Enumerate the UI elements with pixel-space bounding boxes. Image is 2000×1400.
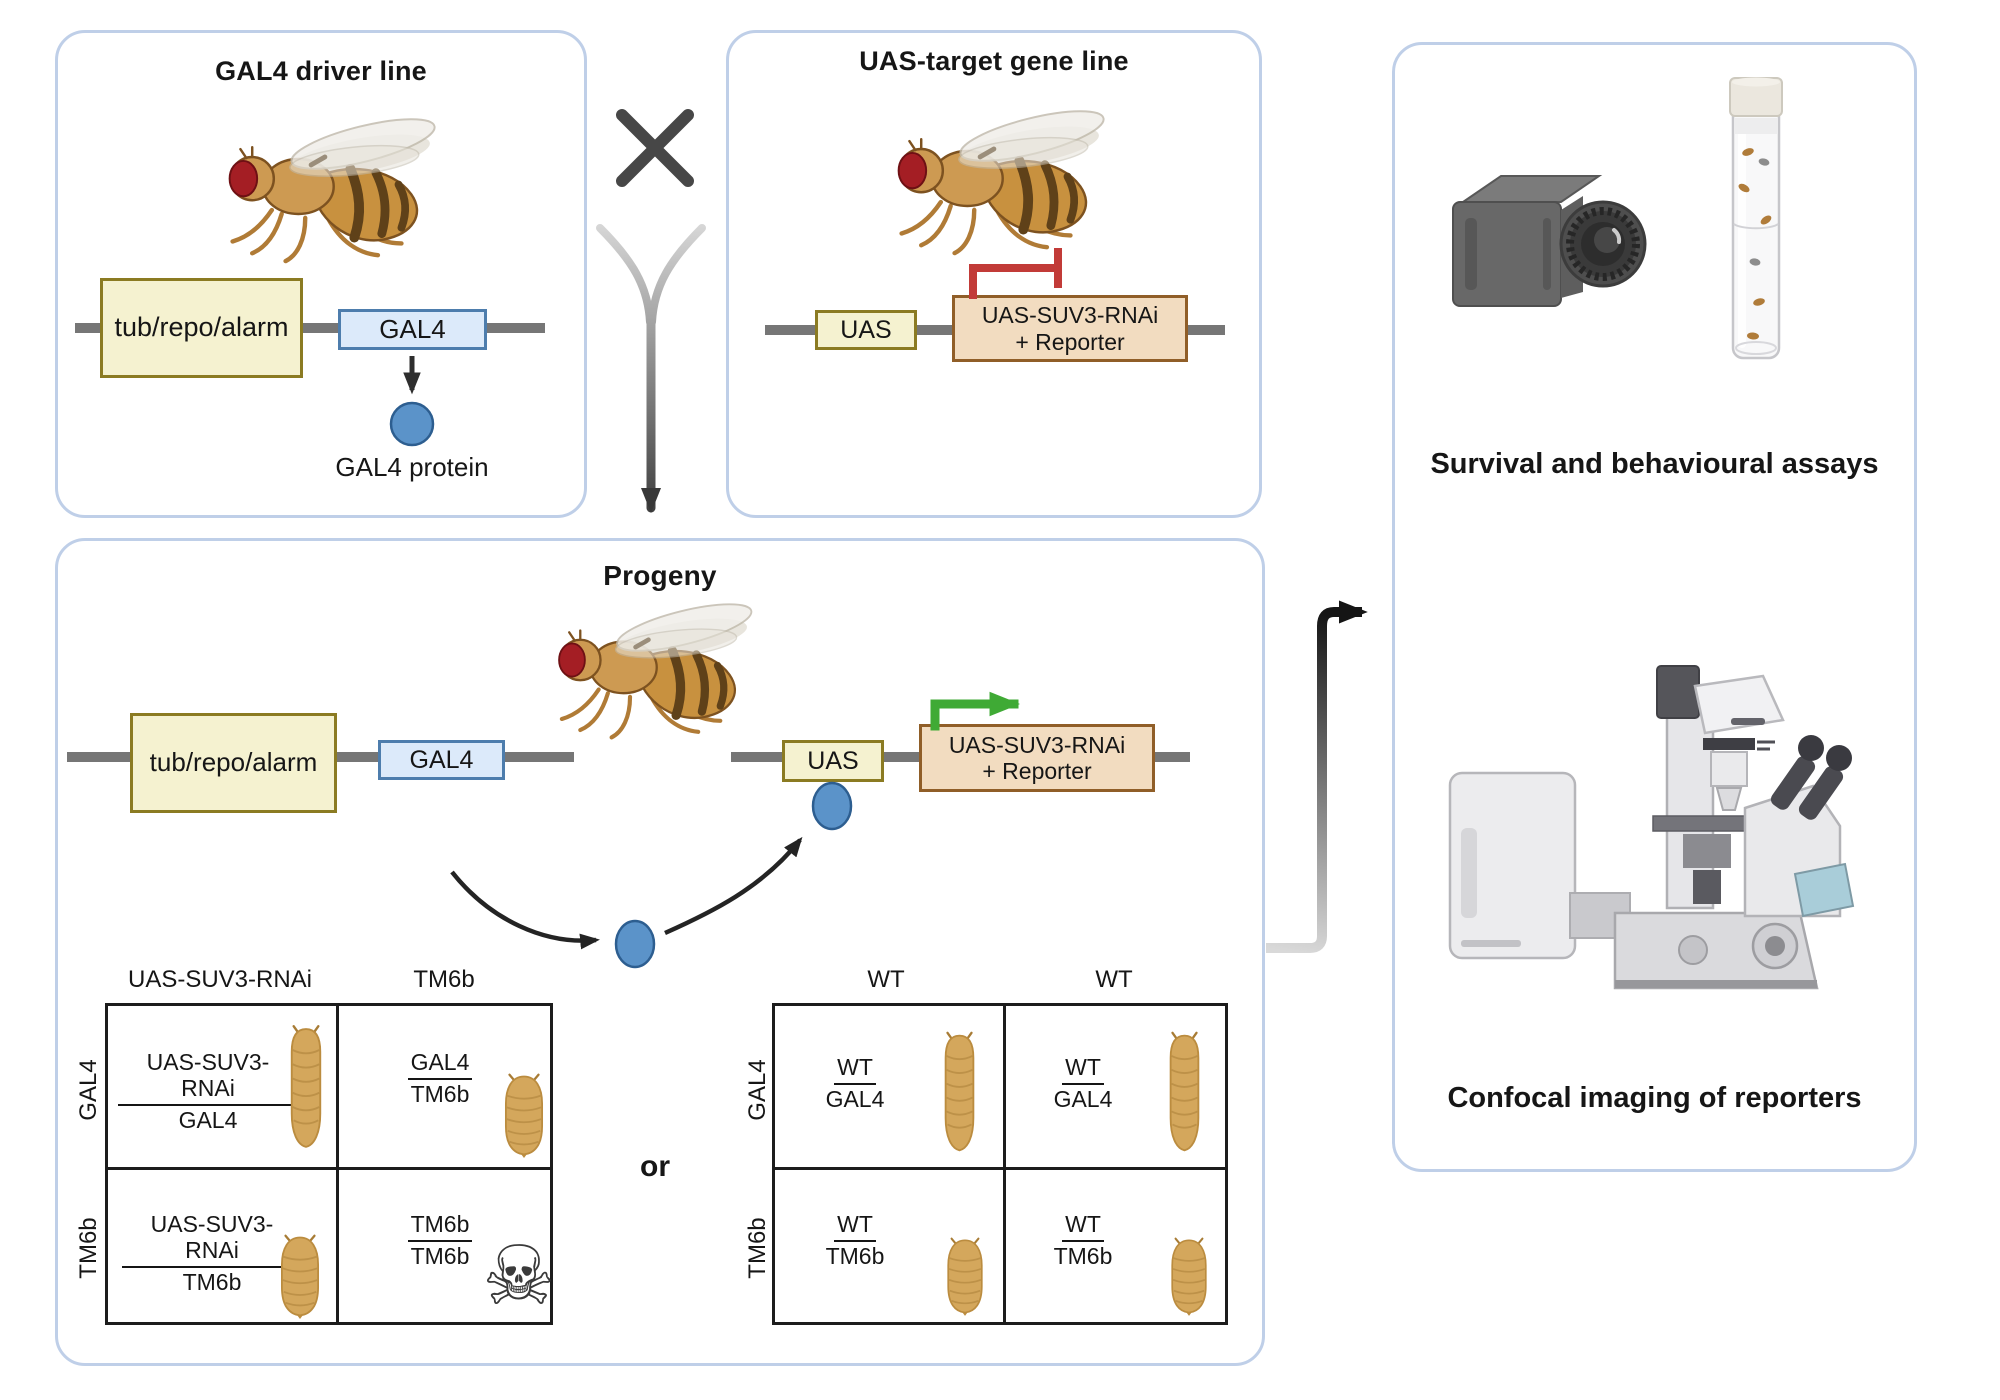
cassette-line1: UAS-SUV3-RNAi <box>948 731 1126 758</box>
or-label: or <box>640 1150 670 1183</box>
punnett-left-col-header-2: TM6b <box>413 966 475 993</box>
punnett-left-col-header-1: UAS-SUV3-RNAi <box>127 966 313 993</box>
genotype-cell: GAL4 TM6b <box>385 1049 495 1108</box>
target-panel-title: UAS-target gene line <box>859 46 1129 76</box>
confocal-caption: Confocal imaging of reporters <box>1447 1082 1862 1114</box>
punnett-row-divider <box>108 1167 550 1170</box>
genotype-denominator: TM6b <box>410 1242 470 1269</box>
survival-caption: Survival and behavioural assays <box>1430 448 1879 480</box>
punnett-left-row-header-1: GAL4 <box>75 1059 102 1121</box>
punnett-square-wildtype <box>772 1003 1228 1325</box>
genotype-numerator: GAL4 <box>407 1049 473 1080</box>
genotype-numerator: WT <box>834 1211 876 1242</box>
cassette-line1: UAS-SUV3-RNAi <box>981 302 1159 329</box>
genotype-denominator: GAL4 <box>825 1085 885 1112</box>
punnett-left-row-header-2: TM6b <box>75 1217 102 1279</box>
genotype-denominator: TM6b <box>825 1242 885 1269</box>
uas-box-target: UAS <box>815 310 917 350</box>
genotype-denominator: TM6b <box>410 1080 470 1107</box>
genotype-numerator: UAS-SUV3-RNAi <box>122 1211 302 1268</box>
genotype-denominator: TM6b <box>182 1268 242 1295</box>
genotype-denominator: GAL4 <box>1053 1085 1113 1112</box>
promoter-box-driver: tub/repo/alarm <box>100 278 303 378</box>
punnett-right-col-header-2: WT <box>1095 966 1133 993</box>
cassette-box-progeny: UAS-SUV3-RNAi + Reporter <box>919 724 1155 792</box>
promoter-box-progeny: tub/repo/alarm <box>130 713 337 813</box>
driver-panel-title: GAL4 driver line <box>215 56 427 86</box>
genotype-numerator: UAS-SUV3-RNAi <box>118 1049 298 1106</box>
punnett-right-row-header-2: TM6b <box>744 1217 771 1279</box>
genotype-numerator: TM6b <box>407 1211 473 1242</box>
punnett-square-cross <box>105 1003 553 1325</box>
cassette-line2: + Reporter <box>1015 328 1125 355</box>
genotype-denominator: TM6b <box>1053 1242 1113 1269</box>
genotype-cell: WT TM6b <box>1028 1211 1138 1270</box>
cross-icon <box>616 109 694 187</box>
gal4-box-driver: GAL4 <box>338 309 487 350</box>
genotype-denominator: GAL4 <box>178 1106 238 1133</box>
genotype-cell: UAS-SUV3-RNAi GAL4 <box>118 1049 298 1133</box>
punnett-row-divider <box>775 1167 1225 1170</box>
genotype-numerator: WT <box>834 1054 876 1085</box>
genotype-cell: WT GAL4 <box>800 1054 910 1113</box>
punnett-right-row-header-1: GAL4 <box>744 1059 771 1121</box>
progeny-panel-title: Progeny <box>603 560 717 591</box>
gal4-box-progeny: GAL4 <box>378 740 505 780</box>
cassette-line2: + Reporter <box>982 758 1092 784</box>
genotype-cell: UAS-SUV3-RNAi TM6b <box>122 1211 302 1295</box>
panel-uas-target-gene-line <box>726 30 1262 518</box>
panel-gal4-driver-line <box>55 30 587 518</box>
genotype-cell: WT TM6b <box>800 1211 910 1270</box>
genotype-cell: TM6b TM6b <box>385 1211 495 1270</box>
flow-arrow-icon <box>1266 600 1368 953</box>
genotype-numerator: WT <box>1062 1054 1104 1085</box>
chromosome-line-driver <box>75 323 545 333</box>
panel-outcomes <box>1392 42 1917 1172</box>
uas-box-progeny: UAS <box>782 740 884 782</box>
genotype-numerator: WT <box>1062 1211 1104 1242</box>
skull-icon: ☠ <box>482 1229 556 1324</box>
punnett-col-divider <box>336 1006 339 1322</box>
genotype-cell: WT GAL4 <box>1028 1054 1138 1113</box>
cassette-box-target: UAS-SUV3-RNAi + Reporter <box>952 295 1188 362</box>
punnett-right-col-header-1: WT <box>867 966 905 993</box>
merge-arrow-icon <box>596 224 706 514</box>
gal4-protein-label: GAL4 protein <box>335 452 489 482</box>
punnett-col-divider <box>1003 1006 1006 1322</box>
